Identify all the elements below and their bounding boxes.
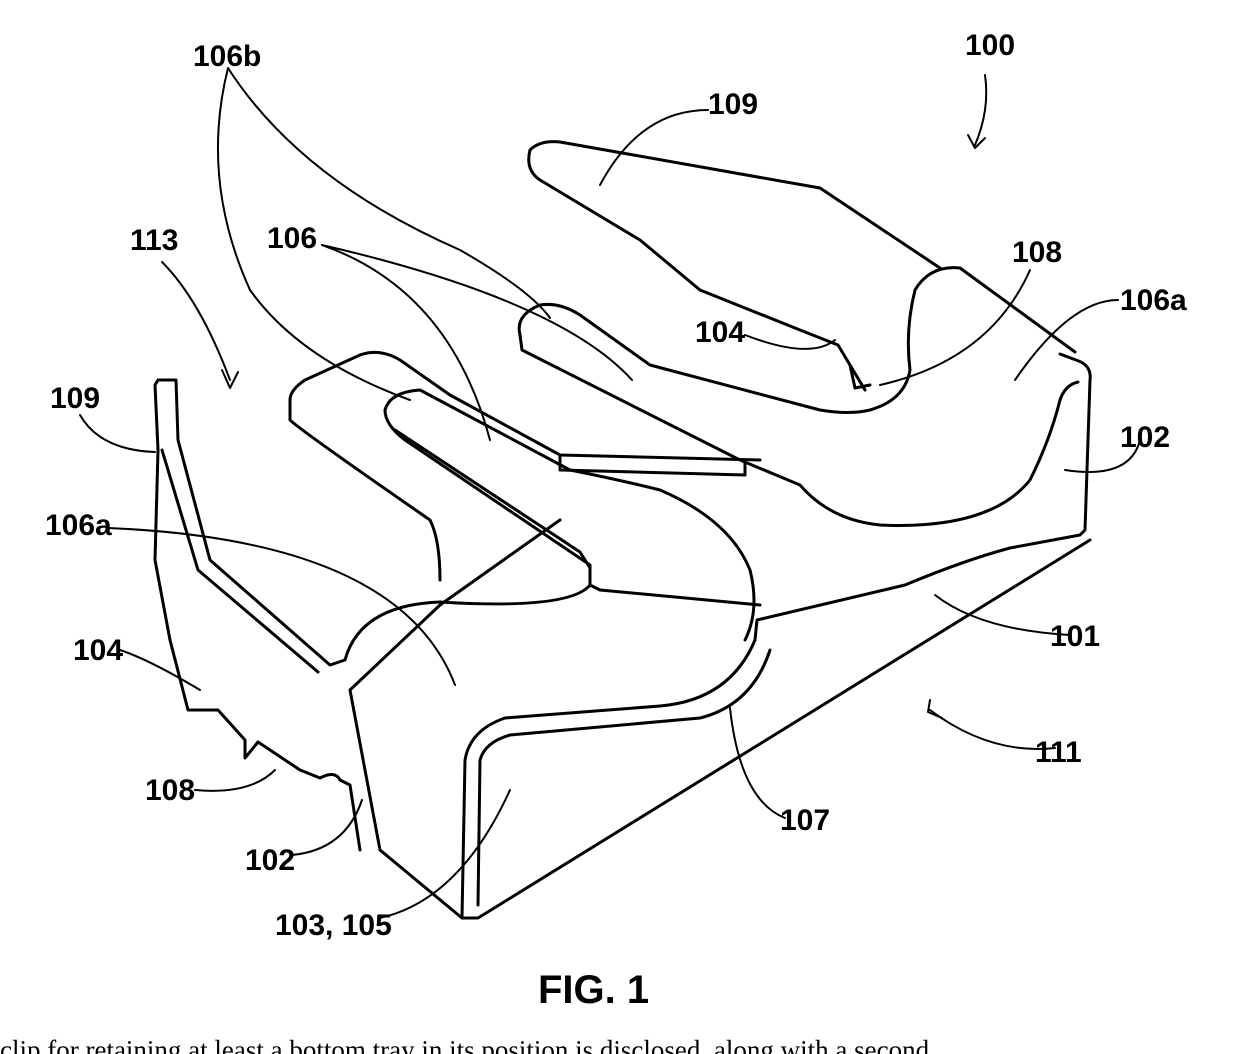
leader-102-left [292, 800, 362, 855]
label-108-right: 108 [1012, 236, 1062, 269]
leader-109-left [80, 415, 155, 452]
leader-104-left [120, 650, 200, 690]
label-107: 107 [780, 804, 830, 837]
label-101: 101 [1050, 620, 1100, 653]
label-102-right: 102 [1120, 421, 1170, 454]
label-108-left: 108 [145, 774, 195, 807]
rear-arm-lower [520, 335, 1078, 525]
base-bottom-edge [462, 540, 1090, 918]
label-104-right: 104 [695, 316, 745, 349]
base-left-side [350, 520, 560, 918]
rear-wing [529, 142, 940, 390]
leader-lines [80, 68, 1140, 918]
leader-106a-right [1015, 300, 1118, 380]
trailing-text-line: clip for retaining at least a bottom tra… [0, 1030, 1258, 1054]
spring-arm-outer [385, 390, 754, 640]
leader-107 [730, 708, 785, 818]
front-face-bottom [590, 585, 760, 605]
left-upright-inner [162, 450, 318, 672]
label-102-left: 102 [245, 844, 295, 877]
clip-drawing [80, 68, 1140, 918]
label-106a-right: 106a [1120, 284, 1187, 317]
base-plate-outline [462, 354, 1090, 918]
label-109-top: 109 [708, 88, 758, 121]
leader-108-left [195, 770, 275, 791]
label-109-left: 109 [50, 382, 100, 415]
label-111: 111 [1035, 736, 1082, 769]
base-inner-edge [478, 650, 770, 905]
leader-100 [975, 75, 986, 145]
leader-113 [162, 262, 230, 380]
left-upright [155, 380, 440, 850]
label-100: 100 [965, 29, 1015, 62]
leader-106-b [322, 245, 632, 380]
label-113: 113 [130, 224, 178, 257]
arrow-111 [928, 700, 942, 718]
leader-103-105 [380, 790, 510, 918]
label-106b: 106b [193, 40, 261, 73]
leader-108-right [880, 270, 1030, 385]
label-106: 106 [267, 222, 317, 255]
label-106a-left: 106a [45, 509, 112, 542]
figure-caption: FIG. 1 [538, 968, 649, 1012]
label-103-105: 103, 105 [275, 909, 392, 942]
leader-109-top [600, 110, 708, 185]
label-104-left: 104 [73, 634, 123, 667]
leader-106-a [322, 245, 490, 440]
